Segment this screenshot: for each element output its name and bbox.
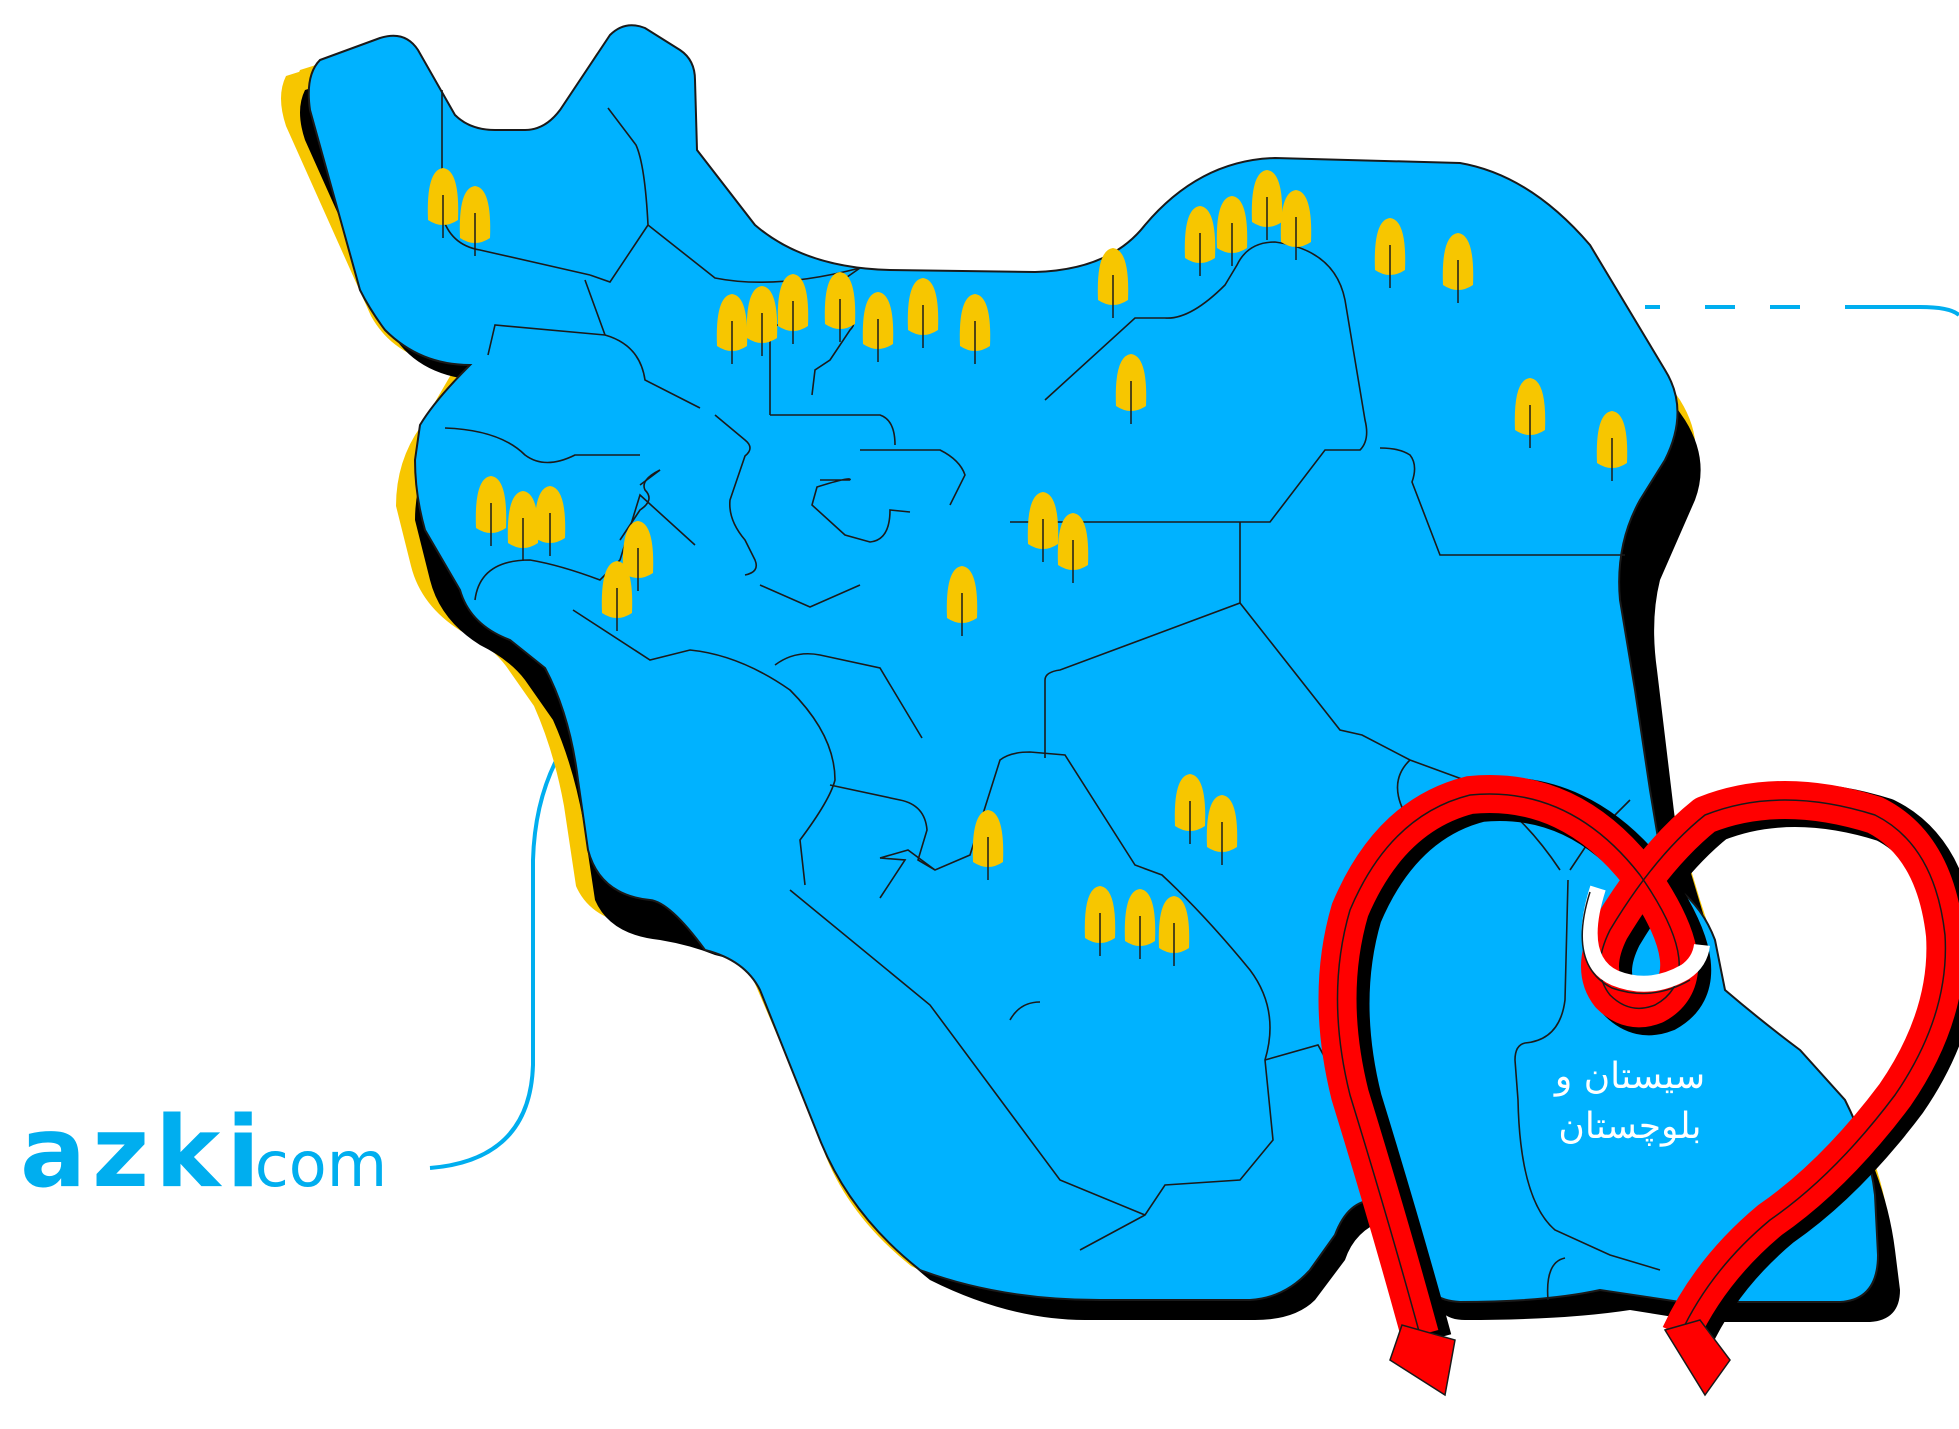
tree-icon — [862, 292, 894, 362]
brand-domain: .com — [235, 1128, 387, 1201]
tree-icon — [427, 168, 459, 238]
brand-name: azki — [20, 1096, 266, 1210]
tree-icon — [1084, 886, 1116, 956]
tree-icon — [1206, 795, 1238, 865]
decorative-dash-line — [1645, 305, 1959, 317]
tree-icon — [1251, 170, 1283, 240]
tree-icon — [1280, 190, 1312, 260]
heart-ribbon-icon — [1318, 775, 1959, 1397]
tree-icon — [534, 486, 566, 556]
tree-icon — [1174, 774, 1206, 844]
brand-connector-line — [429, 738, 570, 1170]
tree-icon — [1057, 513, 1089, 583]
tree-icon — [1124, 889, 1156, 959]
region-label-sistan-baluchestan: سیستان و بلوچستان — [1553, 1056, 1705, 1147]
tree-icon — [972, 810, 1004, 880]
tree-icon — [746, 286, 778, 356]
tree-icon — [1596, 411, 1628, 481]
tree-icon — [1514, 378, 1546, 448]
tree-group — [427, 168, 1628, 966]
tree-icon — [777, 274, 809, 344]
tree-icon — [959, 294, 991, 364]
azki-logo: azki .com — [20, 1096, 387, 1210]
tree-icon — [1442, 233, 1474, 303]
tree-icon — [507, 491, 539, 561]
tree-icon — [1158, 896, 1190, 966]
tree-icon — [1374, 218, 1406, 288]
tree-icon — [1115, 354, 1147, 424]
tree-icon — [1097, 248, 1129, 318]
tree-icon — [907, 278, 939, 348]
tree-icon — [946, 566, 978, 636]
tree-icon — [622, 521, 654, 591]
tree-icon — [1027, 492, 1059, 562]
tree-icon — [1184, 206, 1216, 276]
tree-icon — [601, 561, 633, 631]
region-label-line1: سیستان و — [1553, 1056, 1705, 1097]
iran-map — [307, 24, 1880, 1304]
tree-icon — [459, 186, 491, 256]
tree-icon — [475, 476, 507, 546]
tree-icon — [1216, 196, 1248, 266]
province-borders — [441, 90, 1661, 1301]
region-label-line2: بلوچستان — [1558, 1106, 1701, 1147]
tree-icon — [824, 272, 856, 342]
tree-icon — [716, 294, 748, 364]
